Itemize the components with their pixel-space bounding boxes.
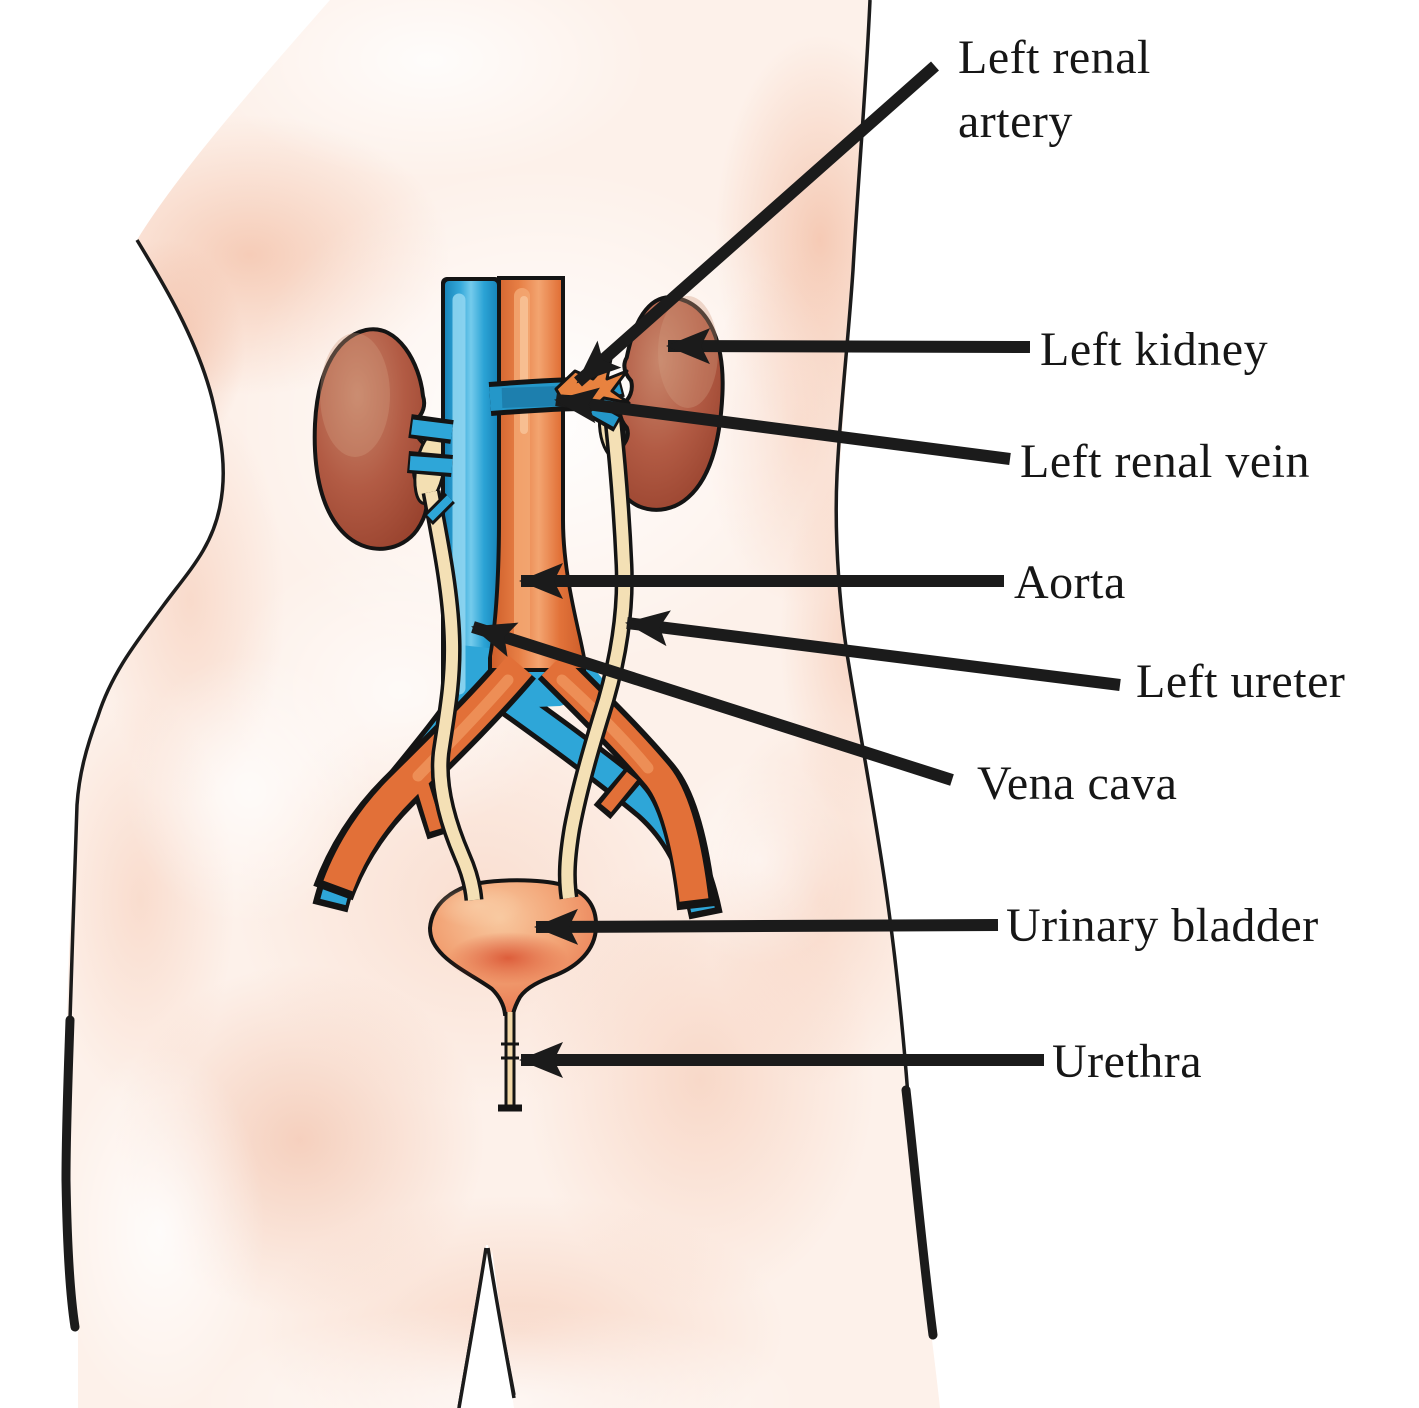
leader-lines xyxy=(471,61,1121,1078)
left-ureter-shape xyxy=(561,419,631,899)
urethra-shape xyxy=(498,1012,522,1112)
torso-outline-right-lower xyxy=(901,1085,938,1340)
label-vena-cava: Vena cava xyxy=(977,757,1178,810)
leader-vena-cava xyxy=(471,621,954,786)
torso-outline-left-lower xyxy=(61,1015,80,1332)
right-renal-vein-shape xyxy=(411,419,453,440)
torso-outline-left-upper xyxy=(68,239,225,1021)
leader-urinary-bladder xyxy=(534,908,999,945)
label-left-renal-artery: Left renal artery xyxy=(958,31,1151,148)
ureters xyxy=(421,419,634,901)
right-ureter-shape xyxy=(425,490,480,901)
right-kidney-sheen xyxy=(320,333,390,457)
torso-outline-right-upper xyxy=(834,0,910,1097)
label-urinary-bladder: Urinary bladder xyxy=(1006,899,1319,952)
label-aorta: Aorta xyxy=(1014,556,1126,609)
label-left-kidney: Left kidney xyxy=(1040,323,1269,376)
leg-split-left-line xyxy=(457,1247,488,1408)
label-left-renal-vein: Left renal vein xyxy=(1020,435,1311,488)
label-left-ureter: Left ureter xyxy=(1136,655,1346,708)
leader-left-renal-vein xyxy=(554,387,1011,465)
leader-left-ureter xyxy=(625,610,1121,691)
label-urethra: Urethra xyxy=(1052,1035,1203,1088)
leader-left-kidney xyxy=(666,328,1031,365)
leader-left-renal-artery xyxy=(574,61,939,387)
leg-split-right-line xyxy=(486,1247,516,1399)
leg-gap xyxy=(459,1245,514,1408)
